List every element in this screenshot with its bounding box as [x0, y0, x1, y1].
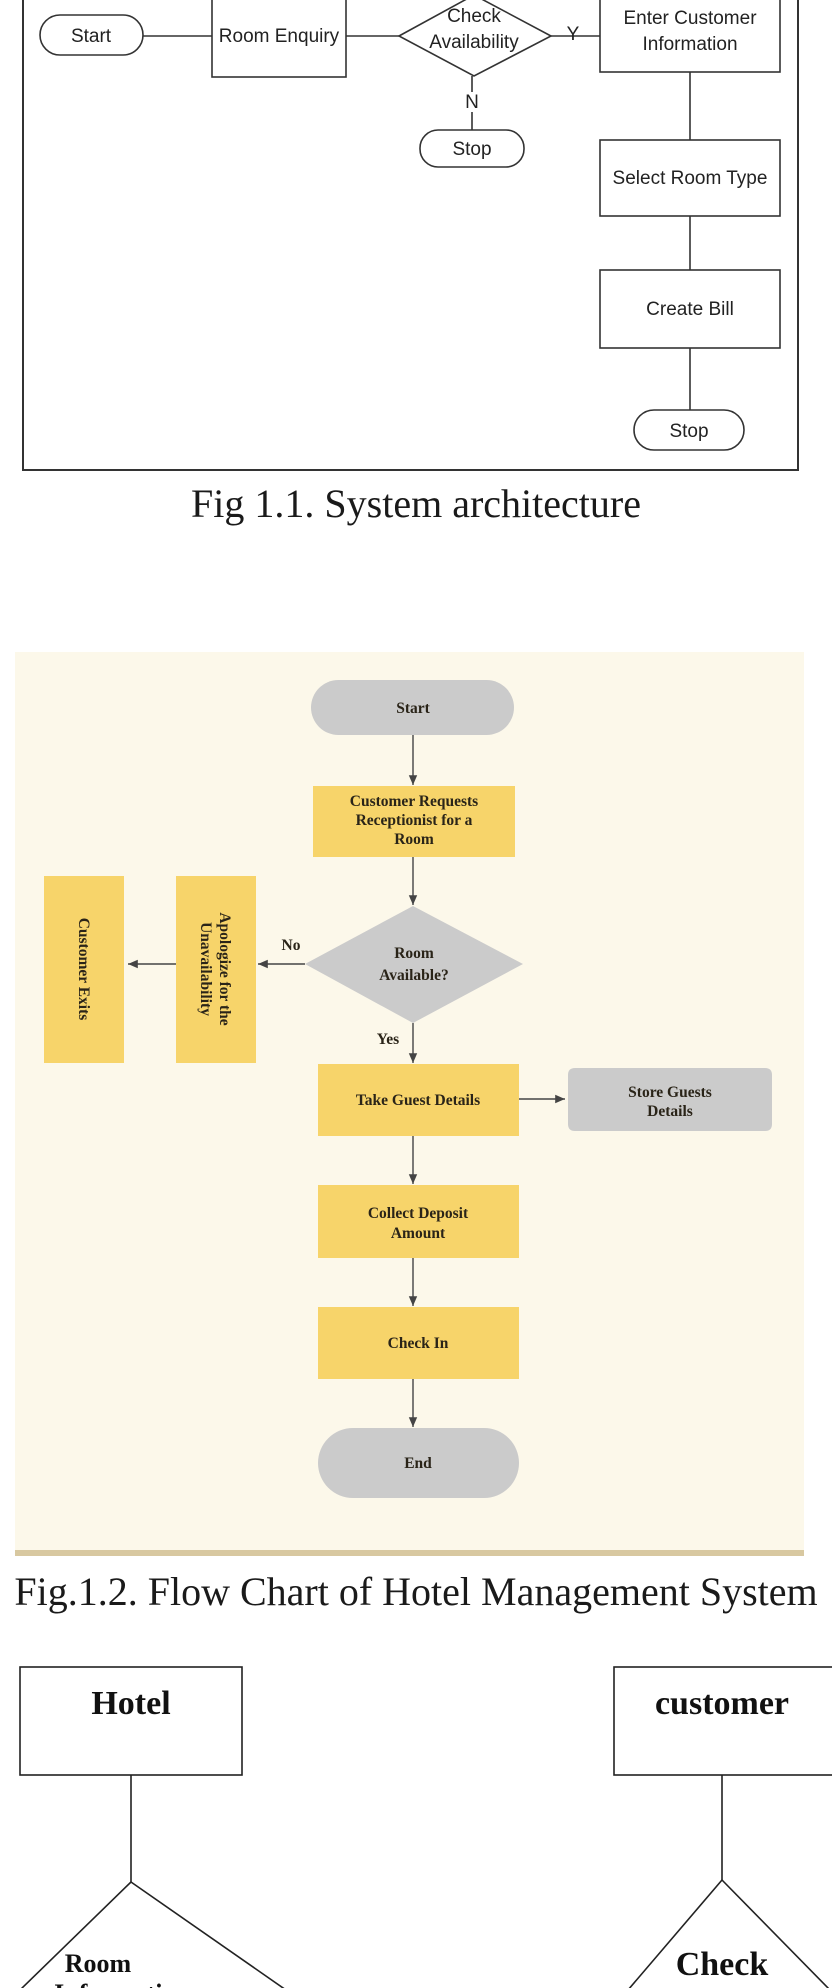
no-label-backdrop: [464, 92, 480, 112]
svg-text:customer: customer: [655, 1685, 789, 1722]
check-relationship: Check: [676, 1946, 769, 1983]
svg-text:Select Room Type: Select Room Type: [613, 168, 768, 189]
svg-text:Availability: Availability: [429, 32, 519, 53]
create-bill-box: Create Bill: [599, 269, 781, 349]
svg-text:Check: Check: [676, 1946, 769, 1983]
er-connectors: [20, 1775, 830, 1988]
stop-terminal-no: Stop: [419, 129, 525, 168]
customer-requests-node: Customer Requests Receptionist for a Roo…: [313, 786, 515, 857]
start-terminal: Start: [39, 14, 144, 56]
svg-text:Amount: Amount: [391, 1225, 446, 1242]
yes-edge-label: Yes: [377, 1031, 399, 1048]
svg-text:Room: Room: [394, 945, 434, 962]
figure-1-caption: Fig 1.1. System architecture: [191, 481, 641, 526]
svg-text:Store Guests: Store Guests: [628, 1084, 712, 1101]
svg-text:Hotel: Hotel: [91, 1685, 170, 1722]
svg-text:Check: Check: [447, 6, 501, 27]
no-label: N: [465, 92, 479, 113]
svg-text:Customer Requests: Customer Requests: [350, 793, 478, 810]
end-node: End: [318, 1428, 519, 1498]
customer-exits-node: Customer Exits: [44, 876, 124, 1063]
svg-text:Stop: Stop: [452, 139, 491, 160]
check-availability-decision: Check Availability: [397, 0, 553, 77]
stop-terminal-end: Stop: [633, 409, 745, 451]
room-enquiry-box: Room Enquiry: [211, 0, 347, 78]
start-node: Start: [311, 680, 514, 735]
svg-text:Information: Information: [54, 1979, 190, 1988]
flowchart-arrows: [128, 735, 565, 1427]
hotel-entity: Hotel: [19, 1666, 243, 1776]
svg-text:Take Guest Details: Take Guest Details: [356, 1092, 480, 1109]
room-information-relationship: Room Information: [54, 1949, 190, 1988]
svg-text:End: End: [404, 1455, 432, 1472]
figure-2-caption: Fig.1.2. Flow Chart of Hotel Management …: [14, 1569, 818, 1614]
svg-text:Unavailability: Unavailability: [197, 922, 214, 1016]
store-guests-details-node: Store Guests Details: [568, 1068, 772, 1131]
svg-text:Available?: Available?: [379, 967, 448, 984]
svg-text:Collect Deposit: Collect Deposit: [368, 1205, 469, 1222]
svg-text:Stop: Stop: [669, 421, 708, 442]
svg-text:Apologize for the: Apologize for the: [216, 912, 233, 1025]
check-in-node: Check In: [318, 1307, 519, 1379]
enter-customer-information-box: Enter Customer Information: [599, 0, 781, 73]
apologize-node: Apologize for the Unavailability: [176, 876, 256, 1063]
svg-text:Enter Customer: Enter Customer: [623, 8, 757, 29]
svg-text:Receptionist for a: Receptionist for a: [356, 812, 473, 829]
take-guest-details-node: Take Guest Details: [318, 1064, 519, 1136]
room-available-decision: Room Available?: [305, 906, 523, 1023]
svg-text:Information: Information: [642, 34, 737, 55]
svg-text:Customer Exits: Customer Exits: [75, 918, 92, 1021]
select-room-type-box: Select Room Type: [599, 139, 781, 217]
svg-text:Room Enquiry: Room Enquiry: [219, 26, 340, 47]
svg-text:Room: Room: [65, 1949, 132, 1978]
svg-text:Start: Start: [71, 26, 112, 47]
collect-deposit-node: Collect Deposit Amount: [318, 1185, 519, 1258]
svg-text:Check In: Check In: [388, 1335, 449, 1352]
yes-label: Y: [567, 24, 580, 45]
diagram-frame: [22, 0, 799, 471]
svg-text:Details: Details: [647, 1103, 693, 1120]
svg-text:Start: Start: [396, 700, 430, 717]
svg-text:Room: Room: [394, 831, 434, 848]
flowchart-bottom-rule: [15, 1550, 804, 1556]
customer-entity: customer: [613, 1666, 832, 1776]
no-edge-label: No: [282, 937, 301, 954]
svg-text:Create Bill: Create Bill: [646, 299, 734, 320]
